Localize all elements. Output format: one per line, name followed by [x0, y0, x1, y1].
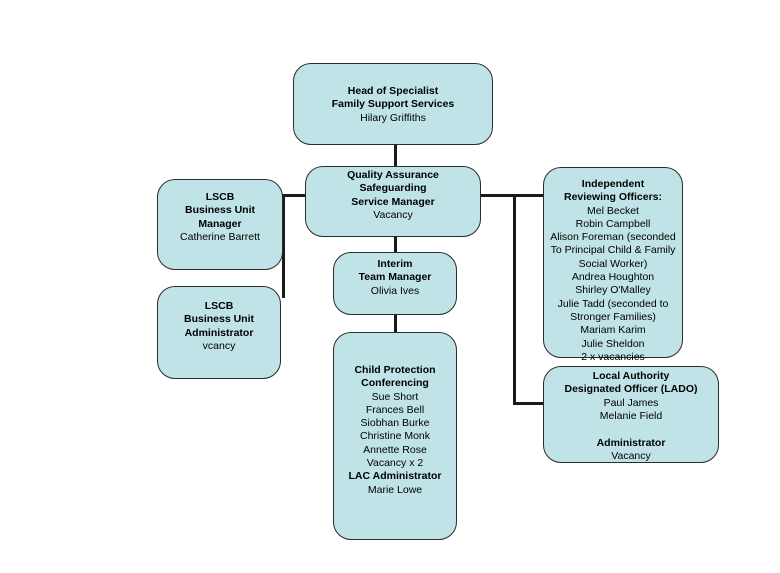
person-name: Social Worker)	[578, 257, 648, 270]
box-lscb-manager: LSCB Business Unit Manager Catherine Bar…	[157, 179, 283, 270]
title-line: Designated Officer (LADO)	[564, 383, 698, 396]
title-line: LSCB	[204, 300, 234, 312]
connector-qa-to-interim	[394, 236, 397, 253]
person-name: To Principal Child & Family	[550, 244, 676, 257]
title-line: Family Support Services	[331, 98, 455, 111]
person-name: Andrea Houghton	[571, 271, 655, 284]
person-name: Paul James	[603, 396, 659, 409]
person-name: Melanie Field	[599, 409, 663, 422]
connector-lscb-to-qa	[282, 194, 306, 197]
person-name: Alison Foreman (seconded	[550, 231, 676, 244]
connector-right-vertical	[513, 194, 516, 404]
person-name: Olivia Ives	[370, 284, 420, 297]
title-line: Administrator	[184, 326, 254, 339]
title-line: Reviewing Officers:	[563, 191, 663, 204]
title-line: LSCB	[205, 191, 235, 203]
person-name: Shirley O'Malley	[575, 284, 651, 297]
title-line: Child Protection	[354, 364, 436, 376]
person-name: Robin Campbell	[575, 217, 651, 230]
box-head-of-specialist: Head of Specialist Family Support Servic…	[293, 63, 493, 145]
title-line: Business Unit	[184, 204, 255, 217]
person-name: Marie Lowe	[367, 483, 423, 496]
person-name: Frances Bell	[365, 403, 425, 416]
title-line: Business Unit	[183, 313, 254, 326]
connector-to-lado	[513, 402, 544, 405]
title-line: Local Authority	[592, 370, 670, 382]
connector-lscb-vertical	[282, 194, 285, 298]
person-name: Mel Becket	[587, 204, 639, 217]
person-name: Julie Sheldon	[581, 337, 645, 350]
title-line: Safeguarding	[359, 182, 427, 195]
person-name: Vacancy x 2	[366, 457, 424, 470]
person-name: Catherine Barrett	[180, 230, 260, 243]
person-name: vcancy	[202, 339, 236, 352]
person-name: Siobhan Burke	[360, 417, 430, 430]
box-quality-assurance-manager: Quality Assurance Safeguarding Service M…	[305, 166, 481, 237]
person-name: Vacancy	[373, 208, 413, 221]
title-line: Manager	[198, 217, 242, 230]
title-line: Independent	[581, 178, 645, 190]
title-line: LAC Administrator	[348, 470, 442, 483]
title-line: Interim	[377, 258, 413, 270]
person-name: 2 x vacancies	[581, 350, 645, 363]
box-child-protection-conferencing: Child Protection Conferencing Sue Short …	[333, 332, 457, 540]
person-name: Stronger Families)	[570, 310, 656, 323]
person-name: Annette Rose	[363, 443, 427, 456]
box-interim-team-manager: Interim Team Manager Olivia Ives	[333, 252, 457, 315]
box-lado: Local Authority Designated Officer (LADO…	[543, 366, 719, 463]
title-line: Administrator	[596, 437, 666, 450]
title-line: Team Manager	[358, 271, 432, 284]
person-name: Sue Short	[371, 390, 419, 403]
connector-qa-to-iro	[480, 194, 544, 197]
title-line: Head of Specialist	[347, 85, 439, 97]
title-line: Service Manager	[351, 195, 435, 208]
person-name: Christine Monk	[359, 430, 431, 443]
title-line: Quality Assurance	[347, 169, 439, 181]
person-name: Hilary Griffiths	[360, 111, 426, 124]
box-independent-reviewing-officers: Independent Reviewing Officers: Mel Beck…	[543, 167, 683, 363]
box-lscb-administrator: LSCB Business Unit Administrator vcancy	[157, 286, 281, 379]
person-name: Julie Tadd (seconded to	[557, 297, 669, 310]
connector-head-down	[394, 144, 397, 166]
person-name: Vacancy	[611, 450, 651, 463]
person-name: Mariam Karim	[580, 324, 646, 337]
connector-interim-to-cp	[394, 314, 397, 333]
title-line: Conferencing	[361, 377, 429, 390]
